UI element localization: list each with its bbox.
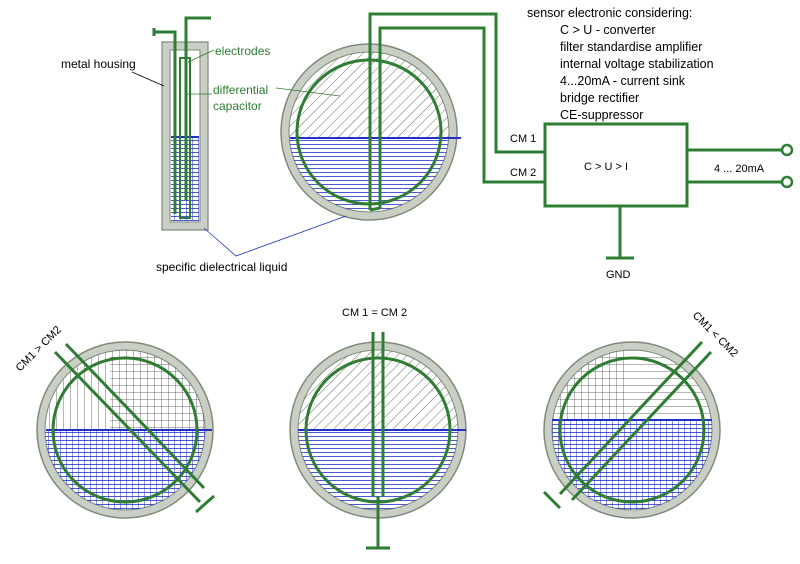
converter-box [543, 122, 689, 208]
cm1-label: CM 1 [510, 133, 536, 145]
electronics-heading: sensor electronic considering: [527, 6, 692, 20]
capacitor-label: capacitor [213, 99, 262, 113]
leader-electrodes [187, 49, 215, 63]
vessel-left-terminal [195, 494, 215, 514]
main-vessel-electrode-1 [368, 12, 545, 210]
electronics-item: internal voltage stabilization [560, 57, 714, 71]
leader-differential-2 [275, 87, 341, 97]
probe-electrode-inner [179, 57, 191, 219]
leader-lines [131, 49, 347, 257]
tilt-left-label: CM1 > CM2 [14, 324, 64, 374]
output-label: 4 ... 20mA [714, 163, 765, 175]
main-vessel [280, 12, 545, 221]
vessel-center-electrode [371, 332, 385, 496]
leader-liquid [203, 215, 347, 257]
electronics-item: bridge rectifier [560, 91, 639, 105]
probe-electrode-right [184, 16, 211, 200]
probe [152, 16, 211, 231]
main-vessel-electrode-link [369, 206, 381, 212]
main-vessel-electrode-2 [378, 26, 545, 208]
electrodes-label: electrodes [215, 44, 270, 58]
electronics-item: C > U - converter [560, 23, 656, 37]
gnd-label: GND [606, 269, 631, 281]
electronics-box: C > U > I CM 1 CM 2 4 ... 20mA GND [510, 122, 794, 281]
output-terminal-top [780, 143, 794, 157]
probe-electrode-left [152, 28, 177, 214]
vessel-tilt-right: CM1 < CM2 [542, 310, 740, 519]
leader-metal-housing [131, 71, 165, 87]
cm2-label: CM 2 [510, 167, 536, 179]
converter-box-label: C > U > I [584, 161, 628, 173]
electronics-item: CE-suppressor [560, 108, 643, 122]
electronics-notes: sensor electronic considering: C > U - c… [527, 6, 714, 122]
tilt-right-label: CM1 < CM2 [690, 310, 740, 360]
output-terminal-bottom [780, 175, 794, 189]
vessel-right-electrode-ring [558, 356, 706, 504]
tilt-center-label: CM 1 = CM 2 [342, 307, 407, 319]
vessel-tilt-center: CM 1 = CM 2 [289, 307, 467, 550]
electronics-item: 4...20mA - current sink [560, 74, 686, 88]
vessel-right-terminal [542, 490, 562, 510]
vessel-left-electrode-ring [51, 356, 199, 504]
vessel-tilt-left: CM1 > CM2 [14, 324, 215, 519]
vessel-left-electrode [53, 342, 206, 504]
differential-label: differential [213, 83, 268, 97]
metal-housing-label: metal housing [61, 57, 136, 71]
electronics-item: filter standardise amplifier [560, 40, 702, 54]
specific-liquid-label: specific dielectrical liquid [156, 260, 287, 274]
vessel-right-electrode [558, 340, 713, 502]
